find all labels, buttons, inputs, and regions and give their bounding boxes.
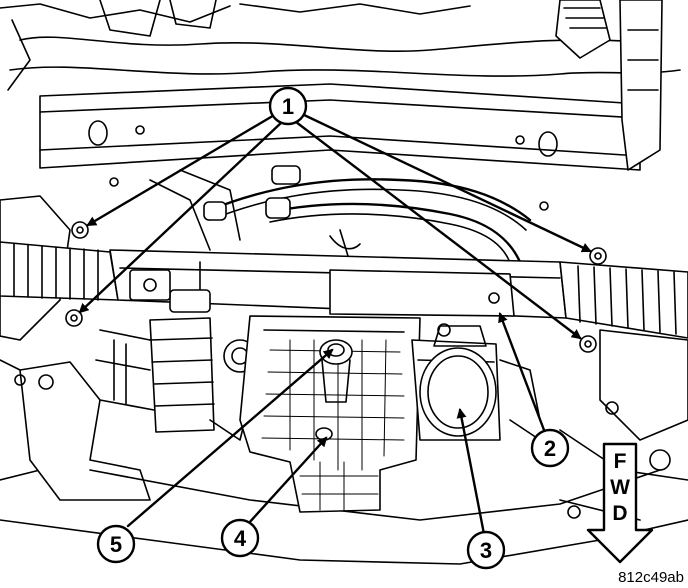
- upper-frame: [0, 0, 681, 171]
- fwd-letter-f: F: [614, 450, 627, 473]
- callout-5-label: 5: [110, 532, 122, 557]
- callout-2: 2: [530, 428, 570, 468]
- oil-filter: [411, 323, 541, 441]
- reference-code: 812c49ab: [618, 569, 684, 586]
- left-components: [95, 317, 257, 441]
- steering-rack: [0, 221, 688, 353]
- callout-2-label: 2: [544, 436, 556, 461]
- hydraulic-lines: [109, 165, 549, 269]
- fwd-letter-w: W: [610, 476, 630, 499]
- forward-arrow: F W D: [586, 442, 654, 564]
- callout-3: 3: [466, 530, 506, 570]
- callout-4-label: 4: [234, 526, 247, 551]
- callout-3-label: 3: [480, 538, 492, 563]
- fwd-letter-d: D: [612, 502, 627, 525]
- callout-1-label: 1: [282, 94, 294, 119]
- oil-pan: [239, 315, 421, 513]
- callout-1: 1: [268, 86, 308, 126]
- callout-5: 5: [96, 524, 136, 564]
- leader-arrows: [78, 112, 592, 536]
- callout-4: 4: [220, 518, 260, 558]
